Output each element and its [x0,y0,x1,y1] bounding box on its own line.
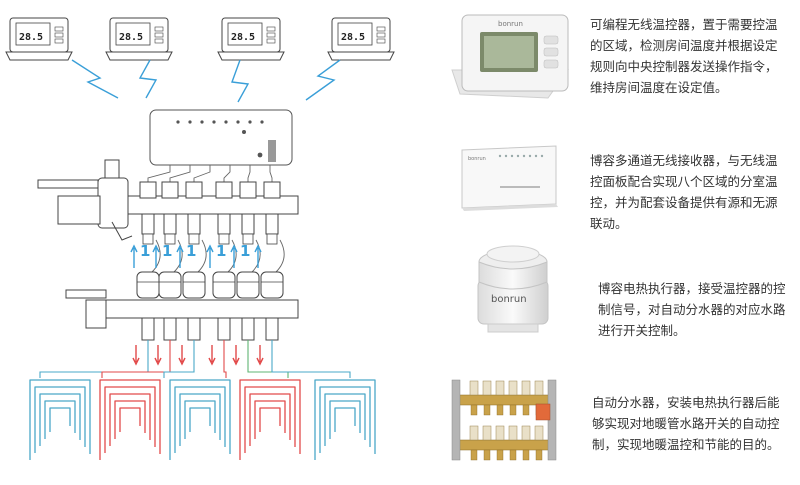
channel-flag: 1 [140,242,150,260]
thermostat-product-image: bonrun [451,14,569,99]
actuator-product-image: bonrun [477,245,549,333]
thermostat-readout: 28.5 [19,32,43,43]
upper-manifold [37,159,299,245]
wireless-signal-icon [231,59,250,103]
central-receiver [149,109,293,166]
lower-manifold [65,271,299,341]
receiver-product-image: bonrun [461,145,558,211]
return-flow-arrow-icon [152,244,160,268]
wireless-signal-icon [305,59,341,101]
floor-heating-loops [29,340,376,460]
channel-flag: 1 [240,242,250,260]
supply-flow-arrow-icon [256,345,264,366]
actuator-description: 博容电热执行器，接受温控器的控制信号，对自动分水器的对应水路进行开关控制。 [598,281,786,338]
receiver-description: 博容多通道无线接收器，与无线温控面板配合实现八个区域的分室温控，并为配套设备提供… [590,153,778,231]
thermostat-icon: 28.5 [105,17,173,61]
return-flow-arrow-icon [130,244,138,268]
heating-loop [99,379,161,460]
supply-flow-arrow-icon [208,345,216,366]
product-brand-label: bonrun [468,156,486,162]
return-flow-arrow-icon [230,244,238,268]
heating-loop [29,379,91,460]
thermostat-icon: 28.5 [5,17,73,61]
flow-arrows [130,244,264,366]
return-flow-arrow-icon [206,244,214,268]
control-wires [147,165,285,273]
thermostat-icon: 28.5 [327,17,395,61]
supply-flow-arrow-icon [154,345,162,366]
thermostat-icon: 28.5 [217,17,285,61]
channel-flag: 1 [162,242,172,260]
manifold-description: 自动分水器，安装电热执行器后能够实现对地暖管水路开关的自动控制，实现地暖温控和节… [592,395,780,452]
thermostat-readout: 28.5 [119,32,143,43]
channel-flag: 1 [216,242,226,260]
heating-loop [239,379,301,460]
wireless-signal-icon [138,59,158,99]
supply-flow-arrow-icon [178,345,186,366]
supply-flow-arrow-icon [132,345,140,366]
product-brand-label: bonrun [498,20,523,28]
product-brand-label: bonrun [491,294,527,305]
wireless-signal-icon [71,59,119,99]
return-flow-arrow-icon [176,244,184,268]
thermostat-row: 28.5 28.5 28.5 28.5 [5,17,395,61]
heating-loop [314,379,376,460]
wireless-signals [71,59,341,103]
channel-flag: 1 [186,242,196,260]
heating-loop [169,379,231,460]
manifold-product-image [451,379,557,461]
thermostat-readout: 28.5 [341,32,365,43]
return-flow-arrow-icon [254,244,262,268]
thermostat-readout: 28.5 [231,32,255,43]
thermostat-description: 可编程无线温控器，置于需要控温的区域，检测房间温度并根据设定规则向中央控制器发送… [590,17,778,95]
supply-flow-arrow-icon [232,345,240,366]
